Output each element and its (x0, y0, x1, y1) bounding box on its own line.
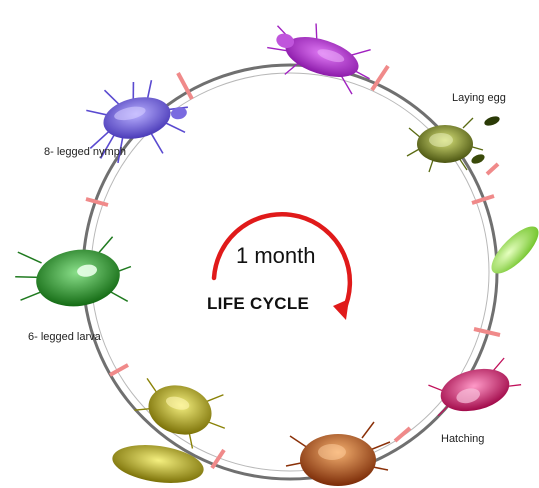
stage-label-hatching: Hatching (441, 433, 484, 445)
larva-mite-green (12, 235, 136, 317)
stage-label-laying-egg: Laying egg (452, 92, 506, 104)
stage-label-larva: 6- legged larva (28, 331, 101, 343)
cycle-duration-label: 1 month (236, 243, 316, 269)
adult-mite-yellow (129, 373, 233, 455)
egg-laying-mite-olive (407, 115, 501, 172)
adult-mite-orange (286, 422, 390, 486)
tick-mark (487, 164, 498, 174)
tick-mark (395, 428, 410, 441)
stage-label-nymph: 8- legged nymph (44, 146, 126, 158)
life-cycle-title: LIFE CYCLE (207, 294, 309, 314)
